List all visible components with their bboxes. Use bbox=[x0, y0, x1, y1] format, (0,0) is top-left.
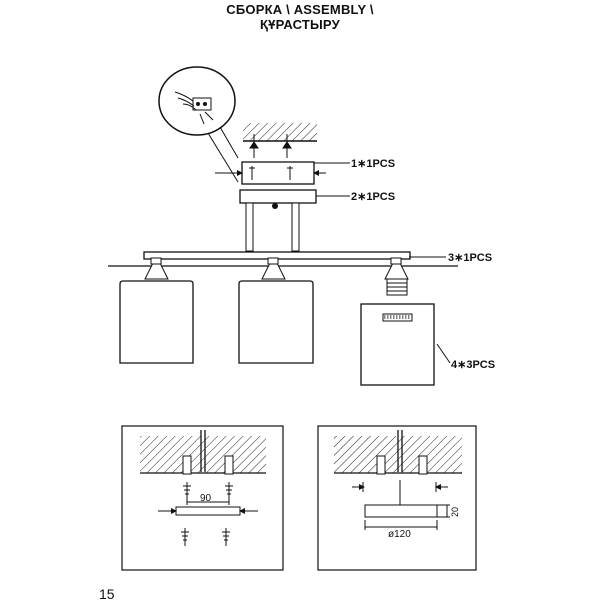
callout-leaders bbox=[314, 162, 451, 364]
page-title: СБОРКА \ ASSEMBLY \ bbox=[226, 2, 374, 17]
wiring-detail-bubble bbox=[158, 66, 239, 183]
dimension-label-diameter: ø120 bbox=[388, 529, 411, 540]
canopy bbox=[239, 189, 317, 252]
lamp-holder-left bbox=[144, 257, 169, 280]
detail-box-right bbox=[317, 425, 477, 571]
mounting-plate bbox=[215, 161, 326, 185]
anchor-bolts bbox=[249, 134, 292, 158]
lamp-holder-middle bbox=[261, 257, 286, 280]
dimension-label-90: 90 bbox=[200, 493, 212, 504]
callout-label-3: 3∗1PCS bbox=[448, 252, 492, 264]
callout-label-4: 4∗3PCS bbox=[451, 359, 495, 371]
page-number: 15 bbox=[99, 586, 115, 602]
shade-left bbox=[119, 280, 194, 364]
callout-label-1: 1∗1PCS bbox=[351, 158, 395, 170]
lamp-holder-right bbox=[384, 257, 409, 296]
page-subtitle: ҚҰРАСТЫРУ bbox=[260, 17, 340, 32]
shade-detached bbox=[360, 303, 435, 386]
detail-box-left bbox=[121, 425, 284, 571]
dimension-label-height: 20 bbox=[450, 507, 460, 517]
ceiling bbox=[243, 123, 317, 142]
callout-label-2: 2∗1PCS bbox=[351, 191, 395, 203]
shade-middle bbox=[238, 280, 314, 364]
